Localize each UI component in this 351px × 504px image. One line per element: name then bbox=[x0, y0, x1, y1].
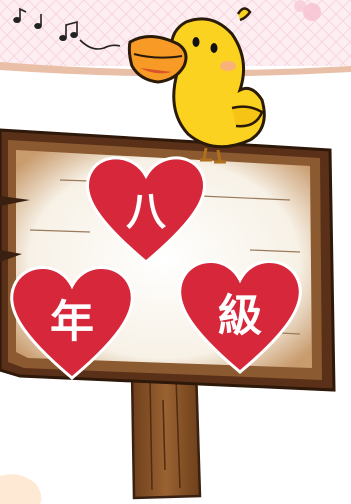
heart-top: 八 bbox=[86, 156, 206, 264]
heart-right-character: 級 bbox=[218, 291, 262, 342]
ground-corner bbox=[0, 474, 42, 504]
heart-top-character: 八 bbox=[126, 189, 167, 235]
music-notes-icon bbox=[13, 7, 121, 50]
chick-icon bbox=[127, 7, 266, 164]
heart-left: 年 bbox=[10, 266, 134, 380]
sign-post bbox=[130, 366, 202, 500]
heart-left-character: 年 bbox=[50, 297, 94, 348]
heart-right: 級 bbox=[178, 260, 302, 374]
